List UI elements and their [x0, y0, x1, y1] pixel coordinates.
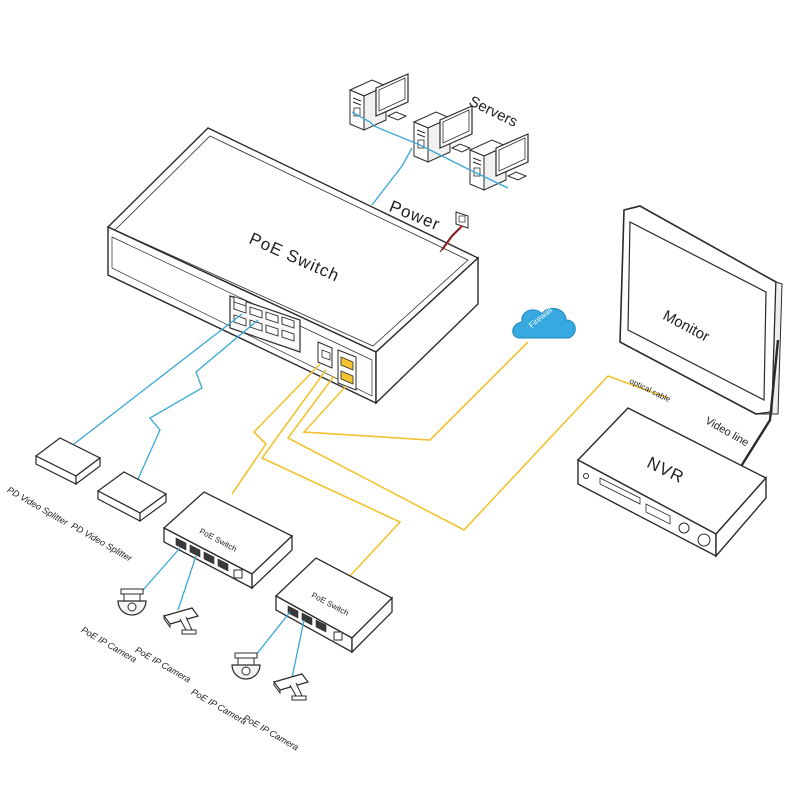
small-poe-switch-1 [162, 491, 294, 590]
dome-camera-icon [231, 652, 261, 680]
server-link-cable [373, 125, 509, 189]
server-icon [349, 73, 409, 131]
servers-group [349, 73, 529, 206]
main-poe-switch [106, 127, 480, 405]
bullet-camera-icon [163, 607, 199, 635]
small-switch-1-uplink [231, 363, 321, 495]
monitor [619, 205, 783, 469]
nvr-optical-cable [286, 375, 669, 531]
dome-camera-icon [117, 588, 147, 616]
small-poe-switch-2 [274, 557, 394, 654]
server-icon [413, 105, 473, 163]
video-line-cable [738, 339, 780, 469]
power-socket-icon [455, 211, 469, 229]
nvr-device [576, 407, 768, 558]
server-icon [469, 133, 529, 191]
yellow-cables [231, 341, 669, 577]
splitter-cable-1 [73, 313, 243, 445]
pd-video-splitter-1 [34, 437, 102, 486]
pd-video-splitter-2 [96, 471, 168, 523]
splitter-cable-2 [133, 319, 259, 489]
firewall-cable [302, 341, 529, 441]
cloud-icon [512, 307, 576, 339]
small-switch-2-uplink [260, 369, 402, 577]
bullet-camera-icon [273, 673, 309, 701]
server-uplink-cable [371, 147, 413, 206]
